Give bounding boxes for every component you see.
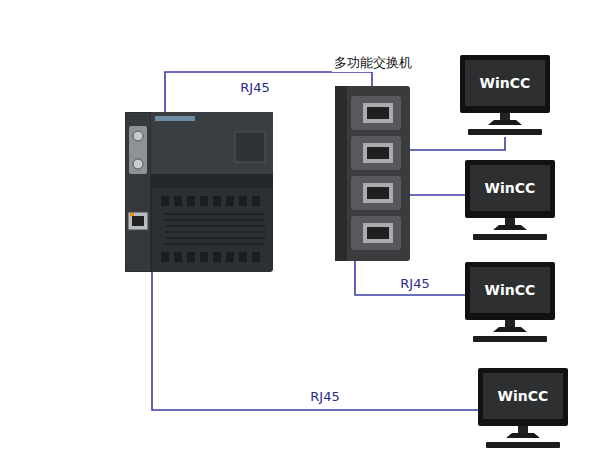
- monitor-shape: [460, 55, 550, 137]
- ethernet-cable: [410, 194, 465, 196]
- monitor: WinCC: [460, 55, 550, 137]
- device-title: 多功能交换机: [332, 54, 414, 72]
- cable-label: RJ45: [397, 276, 432, 291]
- monitor: WinCC: [465, 160, 555, 242]
- cable-label: RJ45: [307, 389, 342, 404]
- ethernet-cable: [152, 272, 478, 410]
- monitor: WinCC: [465, 262, 555, 344]
- monitor-shape: [465, 262, 555, 344]
- screen-label: WinCC: [483, 373, 563, 419]
- monitor-shape: [465, 160, 555, 242]
- screen-label: WinCC: [470, 267, 550, 313]
- switch-shape: [335, 86, 410, 261]
- monitor: WinCC: [478, 368, 568, 450]
- screen-label: WinCC: [465, 60, 545, 106]
- plc-unit: [125, 112, 273, 272]
- ethernet-cable: [355, 261, 465, 295]
- monitor-shape: [478, 368, 568, 450]
- screen-label: WinCC: [470, 165, 550, 211]
- network-switch: 多功能交换机: [335, 86, 410, 261]
- ethernet-cable: [410, 137, 505, 150]
- plc-shape: [125, 112, 273, 272]
- cable-label: RJ45: [237, 80, 272, 95]
